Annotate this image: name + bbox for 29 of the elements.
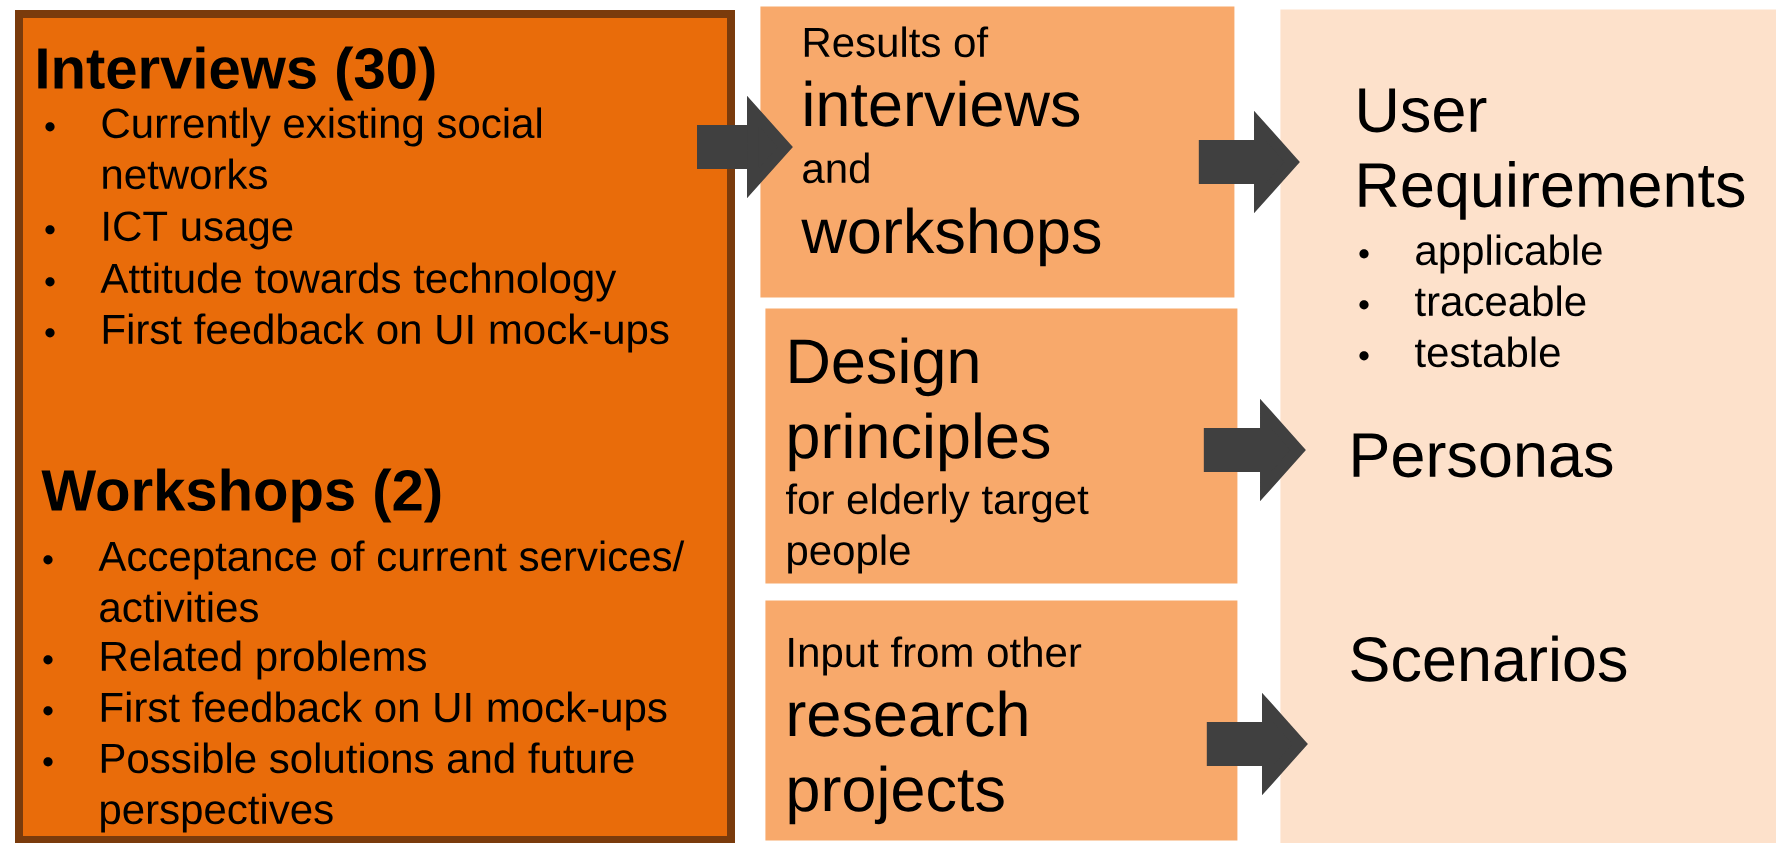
title-text: Scenarios xyxy=(1351,635,1627,682)
title-text: workshops xyxy=(801,207,1101,267)
title-text: Design principles xyxy=(789,337,1050,472)
title-text: interviews xyxy=(805,80,1080,127)
heading: Workshops (2) xyxy=(41,468,441,523)
body-text: for elderly target people xyxy=(786,483,1089,574)
list-item: ICT usage xyxy=(45,211,293,250)
list-item: traceable xyxy=(1359,285,1586,317)
list-item: Possible solutions and future perspectives xyxy=(43,742,634,833)
body-text: and xyxy=(803,152,869,184)
body-text: Results of xyxy=(804,26,989,58)
body-text: Input from other xyxy=(789,636,1082,676)
panel xyxy=(765,600,1238,841)
title-text: Personas xyxy=(1353,433,1613,478)
list-item: First feedback on UI mock-ups xyxy=(43,691,667,731)
title-text: research projects xyxy=(789,690,1027,825)
list-item: Currently existing social networks xyxy=(45,107,541,190)
list-item: First feedback on UI mock-ups xyxy=(45,313,669,353)
list-item: testable xyxy=(1359,336,1560,368)
heading: Interviews (30) xyxy=(38,46,435,101)
list-item: Attitude towards technology xyxy=(45,262,617,302)
list-item: Acceptance of current services/ activities xyxy=(43,540,685,623)
panel xyxy=(765,308,1238,584)
panel xyxy=(760,6,1235,298)
list-item: Related problems xyxy=(43,640,426,680)
list-item: applicable xyxy=(1359,234,1602,274)
title-text: User Requirements xyxy=(1359,88,1745,220)
panel xyxy=(1280,9,1776,843)
panel xyxy=(15,10,735,843)
